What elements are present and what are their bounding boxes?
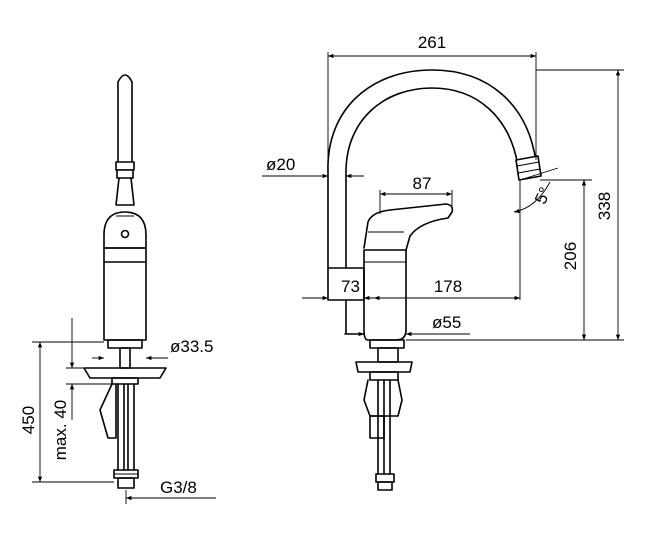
side-mounting-plate <box>83 367 167 379</box>
side-clamp <box>99 383 117 439</box>
side-view: ø33.5 450 max. 40 G3/8 <box>19 74 216 504</box>
mixer-handle <box>363 203 454 251</box>
front-hose-end <box>377 481 393 491</box>
side-nut <box>111 377 139 385</box>
spout-inner <box>345 87 519 269</box>
total-height-label: 338 <box>595 192 614 220</box>
side-hose-end <box>117 477 135 489</box>
side-body-base <box>107 339 143 349</box>
swivel-angle-label: 5° <box>531 184 555 207</box>
side-handle-indicator <box>120 229 130 239</box>
side-body <box>103 261 147 341</box>
base-height-label: 73 <box>341 277 360 296</box>
hose-length-label: 450 <box>19 406 38 434</box>
front-hose-fitting <box>375 473 395 483</box>
front-view: 261 338 206 ø20 87 5° 73 178 <box>262 33 624 491</box>
side-spout-neck <box>115 177 135 206</box>
max-thickness-label: max. 40 <box>51 400 70 460</box>
spout-aerator <box>515 155 542 181</box>
mixer-body <box>363 249 407 341</box>
base-to-outlet-label: 178 <box>434 277 462 296</box>
base-diameter-label: ø55 <box>432 313 461 332</box>
front-base <box>369 339 405 349</box>
front-nut <box>369 371 399 381</box>
side-diameter-label: ø33.5 <box>170 337 213 356</box>
handle-length-label: 87 <box>413 174 432 193</box>
front-clamp-screw <box>369 415 385 439</box>
spout-outer <box>327 69 537 269</box>
front-clamp <box>363 379 403 417</box>
side-spout-tube <box>117 74 133 166</box>
spout-diameter-label: ø20 <box>266 155 295 174</box>
front-mounting-plate <box>355 361 413 373</box>
reach-width-label: 261 <box>418 33 446 52</box>
front-hoses <box>377 379 391 475</box>
spout-height-label: 206 <box>561 242 580 270</box>
side-handle-head <box>103 211 147 249</box>
side-shank <box>119 347 131 369</box>
side-spout-ring-top <box>115 161 135 171</box>
body-lower-edge <box>345 299 365 335</box>
side-spout-ring <box>116 169 134 179</box>
side-hoses <box>117 383 135 471</box>
connection-label: G3/8 <box>160 478 197 497</box>
side-body-collar <box>103 247 147 263</box>
front-shank <box>377 347 399 363</box>
